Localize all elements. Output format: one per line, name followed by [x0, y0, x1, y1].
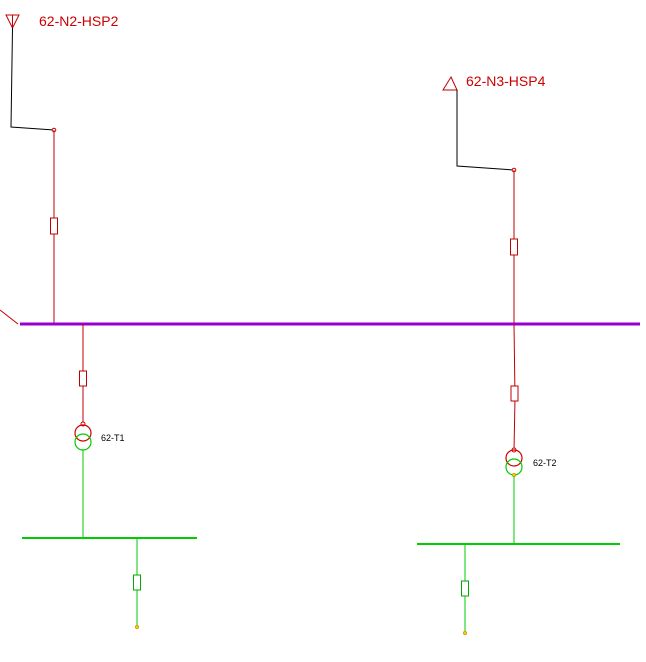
incoming-line-stub	[0, 309, 19, 325]
transformer-hv-coil	[74, 424, 92, 442]
breaker-icon[interactable]	[510, 385, 519, 402]
source-label: 62-N2-HSP2	[39, 13, 119, 29]
transformer-lv-coil	[505, 458, 523, 476]
transformer-branch-t2[interactable]: 62-T2	[505, 323, 557, 544]
source-62-N2-HSP2[interactable]: 62-N2-HSP2	[5, 13, 119, 324]
breaker-icon[interactable]	[133, 574, 141, 591]
breaker-icon[interactable]	[510, 238, 518, 256]
breaker-icon[interactable]	[50, 217, 58, 235]
source-label: 62-N3-HSP4	[466, 73, 546, 89]
feeder-line	[456, 90, 515, 171]
antenna-triangle-icon	[442, 75, 458, 91]
antenna-triangle-icon	[5, 14, 20, 30]
transformer-label: 62-T1	[101, 433, 125, 443]
breaker-icon[interactable]	[79, 370, 87, 387]
source-62-N3-HSP4[interactable]: 62-N3-HSP4	[442, 73, 546, 324]
feeder-line	[10, 27, 55, 131]
transformer-lv-coil	[74, 433, 92, 451]
lv-feeder-1[interactable]	[133, 538, 141, 630]
transformer-label: 62-T2	[533, 458, 557, 468]
transformer-branch-t1[interactable]: 62-T1	[74, 324, 125, 538]
lv-feeder-2[interactable]	[461, 544, 469, 636]
breaker-icon[interactable]	[461, 580, 469, 597]
feeder-end-node	[134, 625, 139, 630]
feeder-end-node	[462, 631, 467, 636]
transformer-hv-coil	[505, 449, 523, 467]
